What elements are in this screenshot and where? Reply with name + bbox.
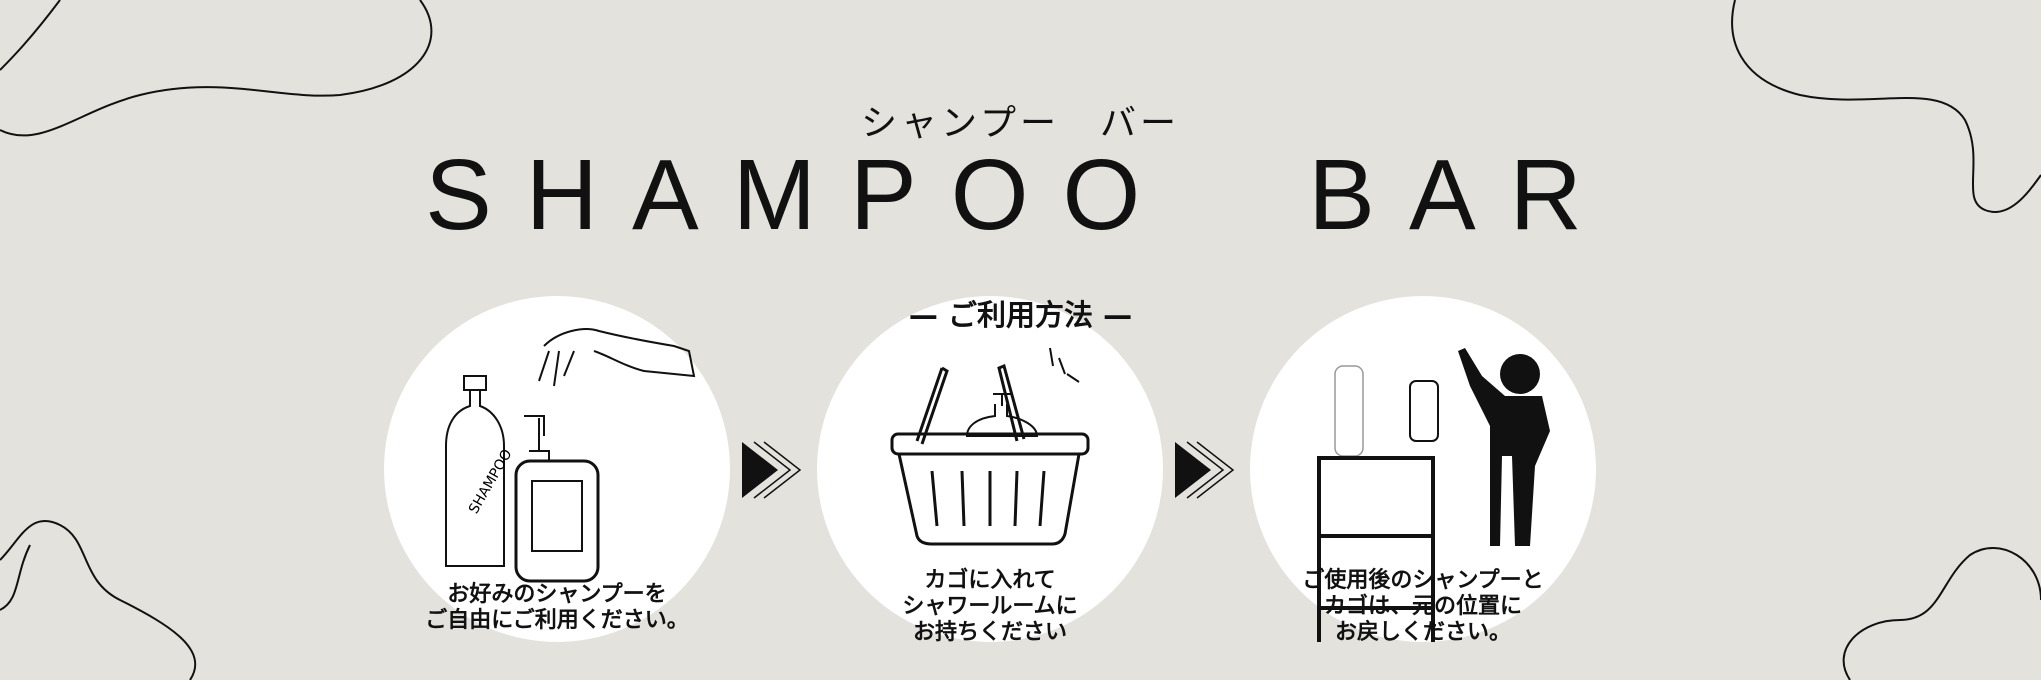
caption-line: カゴに入れて [924, 568, 1056, 593]
caption-line: ご自由にご利用ください。 [425, 608, 689, 633]
step-2-caption: カゴに入れて シャワールームに お持ちください [817, 568, 1163, 646]
step-3-caption: ご使用後のシャンプーと カゴは、元の位置に お戻しください。 [1250, 568, 1596, 646]
step-2-circle [817, 296, 1163, 642]
section-label-how-to-use: — ご利用方法 — [908, 298, 1133, 332]
caption-line: カゴは、元の位置に [1323, 594, 1522, 619]
caption-line: お持ちください [912, 620, 1067, 645]
subtitle-kana: シャンプー バー [861, 103, 1180, 144]
basket-icon [890, 347, 1090, 546]
caption-line: お戻しください。 [1334, 620, 1511, 645]
page-title: SHAMPOO BAR [425, 139, 1616, 251]
step-1-circle: SHAMPOO [384, 296, 730, 642]
blob-top-right [1731, 0, 2041, 213]
blob-top-left [0, 0, 433, 137]
person-returning-to-shelf-icon [1317, 348, 1550, 642]
caption-line: シャワールームに [902, 594, 1078, 619]
shampoo-bottles-hand-icon: SHAMPOO [445, 328, 696, 583]
next-step-arrow-icon [1175, 441, 1235, 499]
blob-bottom-left [0, 519, 197, 680]
blob-bottom-right [1842, 546, 2041, 680]
caption-line: お好みのシャンプーを [447, 582, 667, 607]
step-1-caption: お好みのシャンプーを ご自由にご利用ください。 [384, 582, 730, 634]
next-step-arrow-icon [742, 441, 802, 499]
bottle-label: SHAMPOO [466, 447, 516, 517]
caption-line: ご使用後のシャンプーと [1302, 568, 1544, 593]
step-3-circle [1250, 296, 1596, 642]
